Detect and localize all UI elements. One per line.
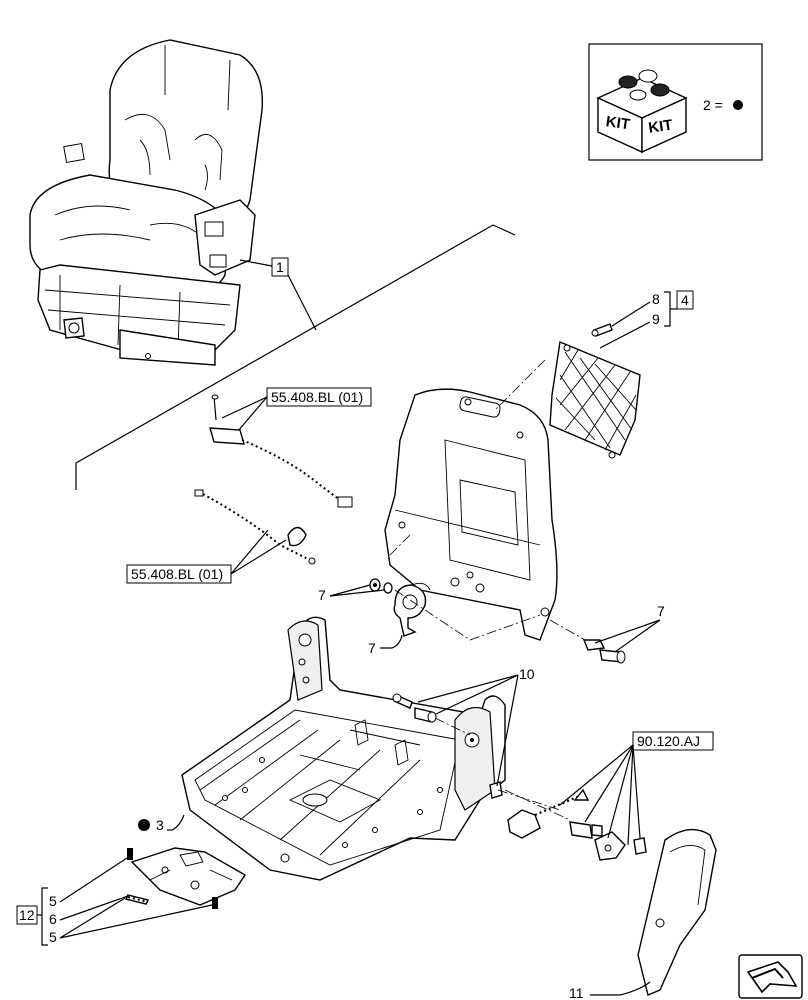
callout-3-label: 3 [156,817,164,833]
nav-arrow-icon[interactable] [738,954,803,999]
wiring-harness-upper [209,394,353,508]
bullet-icon [733,100,743,110]
lever-parts [507,788,647,861]
callout-11: 11 [569,981,651,1000]
callout-7-spring-label: 7 [368,640,376,656]
seat-frame [181,616,506,881]
xref-wiring-top-label: 55.408.BL (01) [271,389,363,405]
callout-4-label: 4 [681,292,689,308]
callout-1: 1 [239,257,317,331]
xref-lever-label: 90.120.AJ [637,733,700,749]
screw-8 [591,323,613,337]
nut-washer-left [369,578,393,594]
callout-7-spring: 7 [368,634,403,656]
callout-8-9-4: 8 9 4 [599,290,694,349]
xref-wiring-bottom-label: 55.408.BL (01) [131,566,223,582]
mounting-bracket [124,847,246,909]
wiring-harness-lower [194,489,316,565]
callout-7-left-label: 7 [318,587,326,603]
kit-label-right: KIT [647,117,673,137]
callout-11-label: 11 [569,985,584,1000]
callout-1-label: 1 [276,259,284,275]
callout-6-label: 6 [49,911,57,927]
callout-5-top-label: 5 [49,893,57,909]
separator-line [75,224,516,490]
storage-net [549,341,641,459]
kit-legend-text: 2 = [703,97,723,113]
callout-5-6-12: 5 6 5 12 [16,857,213,946]
callout-9-label: 9 [652,311,660,327]
callout-10: 10 [417,666,535,787]
bolt-bushing-10 [392,693,503,799]
callout-5-bottom-label: 5 [49,929,57,945]
backrest-frame [384,388,558,641]
callout-10-label: 10 [519,666,535,682]
complete-seat-illustration [29,39,264,366]
xref-wiring-bottom: 55.408.BL (01) [126,529,287,584]
side-cover [637,828,717,996]
callout-12-label: 12 [19,907,35,923]
callout-7-right: 7 [594,603,665,653]
xref-wiring-top: 55.408.BL (01) [221,387,372,439]
kit-box-icon: KIT KIT [596,69,688,154]
callout-3: 3 [138,814,185,833]
kit-legend-box: KIT KIT 2 = [588,43,763,161]
spring-pivot [393,582,431,637]
callout-7-left: 7 [318,584,385,603]
xref-lever: 90.120.AJ [559,731,714,846]
callout-7-right-label: 7 [657,603,665,619]
kit-label-left: KIT [605,113,631,133]
pivot-bolt-right [549,619,626,664]
callout-8-label: 8 [652,291,660,307]
